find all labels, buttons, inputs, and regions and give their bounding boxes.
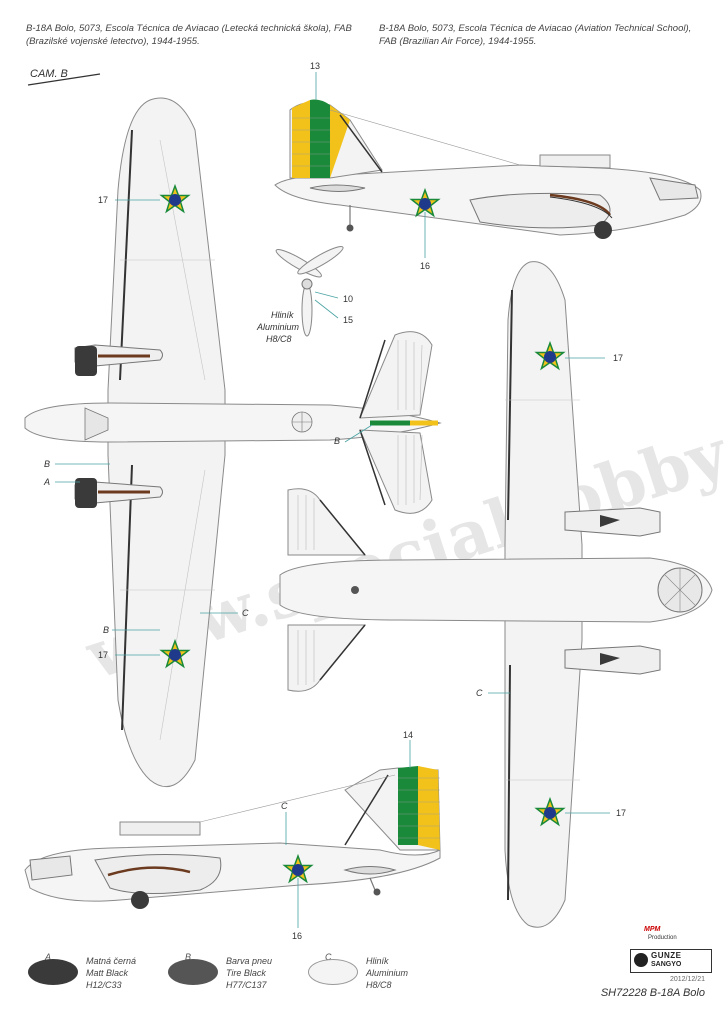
callout-B-left: B — [44, 459, 50, 469]
paint-letter: B — [185, 952, 192, 962]
callout-16-top: 16 — [420, 261, 430, 271]
paint-letter: C — [325, 952, 332, 962]
leader-lines — [55, 72, 610, 928]
side-view-left — [24, 766, 441, 909]
gunze-emblem-icon — [634, 953, 648, 967]
paint-name-cz: Barva pneu — [226, 956, 273, 966]
paint-name-cz: Hliník — [366, 956, 389, 966]
paint-name-en: Tire Black — [226, 968, 266, 978]
cam-underline — [27, 73, 101, 86]
callout-C-bottom: C — [476, 688, 483, 698]
paint-swatch-matt-black — [28, 959, 78, 985]
prop-note-en: Aluminium — [256, 322, 300, 332]
callout-C-side: C — [281, 801, 288, 811]
callout-B-tail: B — [334, 436, 340, 446]
paint-code: H8/C8 — [366, 980, 392, 990]
side-view-right — [274, 99, 702, 239]
mpm-logo: MPM — [644, 926, 661, 933]
paint-letter: A — [45, 952, 52, 962]
callout-A: A — [43, 477, 50, 487]
callout-10: 10 — [343, 294, 353, 304]
paint-code: H77/C137 — [226, 980, 267, 990]
camouflage-label: CAM. B — [30, 68, 68, 80]
mpm-logo-sub: Production — [648, 935, 677, 941]
paint-name-en: Aluminium — [366, 968, 409, 978]
footer-title: SH72228 B-18A Bolo — [600, 987, 705, 999]
paint-swatch-tire-black — [168, 959, 218, 985]
callout-17-topleft: 17 — [98, 195, 108, 205]
footer-date: 2012/12/21 — [669, 976, 705, 983]
gunze-sangyo-logo: GUNZE SANGYO — [630, 949, 712, 973]
prop-note-cz: Hliník — [271, 310, 294, 320]
callout-14: 14 — [403, 730, 413, 740]
bottom-view — [279, 261, 713, 928]
callout-C-wing: C — [242, 608, 249, 618]
gunze-text: GUNZE — [651, 951, 682, 960]
callout-17-right-lower: 17 — [616, 808, 626, 818]
paint-name-en: Matt Black — [86, 968, 129, 978]
paint-swatch-aluminium — [308, 959, 358, 985]
sangyo-text: SANGYO — [651, 961, 682, 968]
caption-czech: B-18A Bolo, 5073, Escola Técnica de Avia… — [26, 23, 352, 47]
callout-17-left-lower: 17 — [98, 650, 108, 660]
callout-17-right-upper: 17 — [613, 353, 623, 363]
paint-code: H12/C33 — [86, 980, 122, 990]
callout-16-bottom: 16 — [292, 931, 302, 941]
paint-name-cz: Matná černá — [86, 956, 137, 966]
callout-13: 13 — [310, 61, 320, 71]
propeller-detail — [275, 246, 344, 337]
caption-english: B-18A Bolo, 5073, Escola Técnica de Avia… — [379, 23, 692, 47]
top-view — [24, 97, 442, 788]
callout-15: 15 — [343, 315, 353, 325]
callout-B-wing: B — [103, 625, 109, 635]
prop-note-code: H8/C8 — [266, 334, 292, 344]
